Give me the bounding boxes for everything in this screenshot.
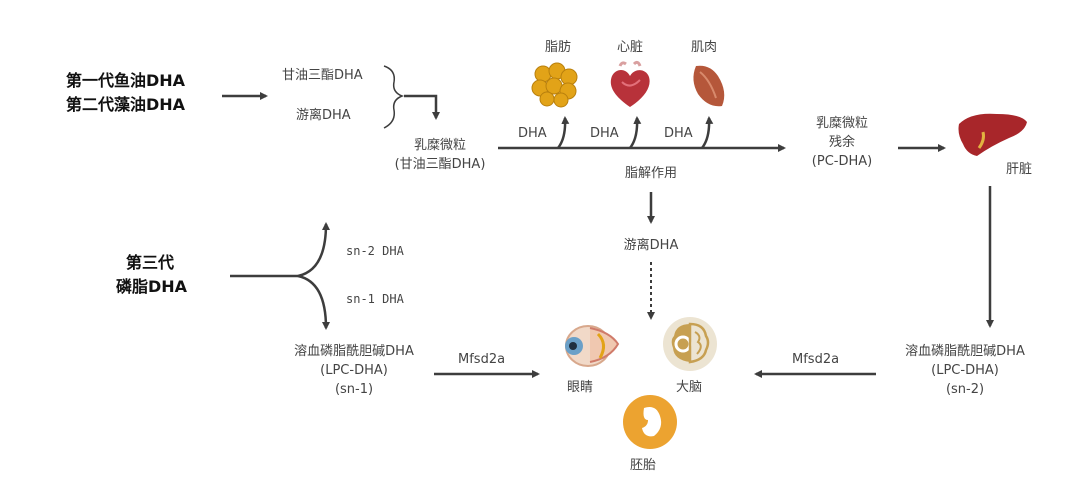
remnant-label: 乳糜微粒 残余 (PC-DHA) xyxy=(782,114,902,171)
form-sn2: sn-2 DHA xyxy=(346,244,404,258)
lpc-right-line3: (sn-2) xyxy=(945,382,985,397)
form-sn1: sn-1 DHA xyxy=(346,292,404,306)
lpc-left-line2: (LPC-DHA) xyxy=(320,363,388,378)
transporter-left: Mfsd2a xyxy=(458,352,506,367)
eye-label: 眼睛 xyxy=(567,380,594,395)
source-gen1: 第一代鱼油DHA xyxy=(66,71,186,90)
arrow-dha-heart xyxy=(628,116,642,149)
arrow-to-chylomicron xyxy=(404,94,440,120)
brain-icon xyxy=(663,317,717,371)
brain-label: 大脑 xyxy=(676,380,703,395)
fetus-label: 胚胎 xyxy=(630,458,657,473)
arrow-dha-fat xyxy=(556,116,570,149)
lipolysis-label: 脂解作用 xyxy=(624,166,677,181)
liver-icon xyxy=(958,113,1027,156)
arrow-sn1 xyxy=(297,274,330,330)
dha-label-muscle: DHA xyxy=(664,126,693,141)
arrow-sn2 xyxy=(297,222,330,278)
source-gen2: 第二代藻油DHA xyxy=(66,95,186,114)
lpc-left-line3: (sn-1) xyxy=(334,382,374,397)
remnant-line1: 乳糜微粒 xyxy=(815,116,868,131)
lpc-right-line1: 溶血磷脂酰胆碱DHA xyxy=(905,344,1025,359)
brace xyxy=(383,65,405,129)
transporter-right: Mfsd2a xyxy=(792,352,840,367)
organ-heart-label: 心脏 xyxy=(616,40,643,55)
dha-label-fat: DHA xyxy=(518,126,547,141)
free-dha-label: 游离DHA xyxy=(623,238,679,253)
organ-muscle-label: 肌肉 xyxy=(690,40,717,55)
lpc-right-label: 溶血磷脂酰胆碱DHA (LPC-DHA) (sn-2) xyxy=(880,342,1050,399)
heart-icon xyxy=(610,60,650,107)
arrow-dha-muscle xyxy=(700,116,714,149)
lpc-left-line1: 溶血磷脂酰胆碱DHA xyxy=(294,344,414,359)
muscle-icon xyxy=(693,65,725,107)
form-free: 游离DHA xyxy=(296,108,351,123)
dha-label-heart: DHA xyxy=(590,126,619,141)
fat-icon xyxy=(531,62,578,108)
chylomicron-line2: (甘油三酯DHA) xyxy=(394,157,486,172)
chylomicron-line1: 乳糜微粒 xyxy=(413,138,466,153)
lpc-right-line2: (LPC-DHA) xyxy=(931,363,999,378)
remnant-line2: 残余 xyxy=(828,135,855,150)
lpc-left-label: 溶血磷脂酰胆碱DHA (LPC-DHA) (sn-1) xyxy=(274,342,434,399)
form-triglyceride: 甘油三酯DHA xyxy=(282,68,363,83)
organ-fat-label: 脂肪 xyxy=(544,40,571,55)
eye-icon xyxy=(565,325,620,367)
remnant-line3: (PC-DHA) xyxy=(811,154,873,169)
fetus-icon xyxy=(623,395,677,449)
chylomicron-label: 乳糜微粒 (甘油三酯DHA) xyxy=(380,136,500,174)
liver-label: 肝脏 xyxy=(1006,162,1033,177)
source-gen3-line2: 磷脂DHA xyxy=(116,277,188,296)
source-gen3-line1: 第三代 xyxy=(126,253,175,272)
